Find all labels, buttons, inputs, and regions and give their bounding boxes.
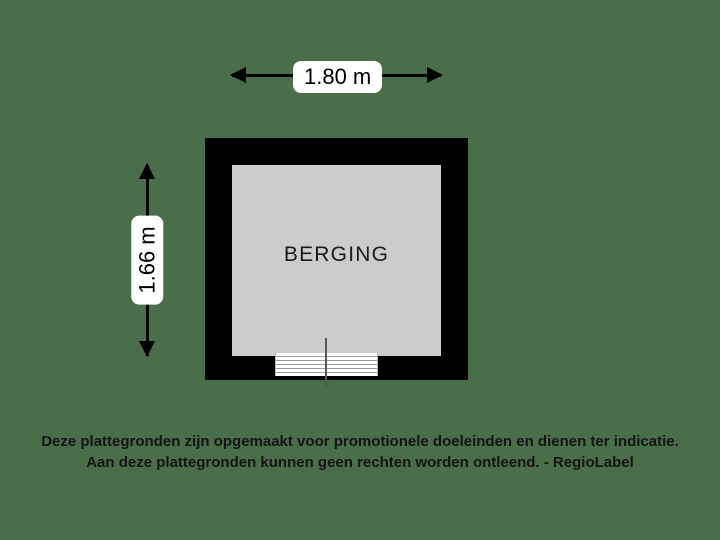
disclaimer-line-1: Deze plattegronden zijn opgemaakt voor p… xyxy=(41,433,679,450)
width-arrow-left-icon xyxy=(230,67,246,83)
room-floor xyxy=(232,165,441,356)
width-arrow-right-icon xyxy=(427,67,443,83)
room-name-label: BERGING xyxy=(283,243,390,266)
height-dimension-label: 1.66 m xyxy=(131,215,163,305)
height-arrow-top-icon xyxy=(139,163,155,179)
disclaimer: Deze plattegronden zijn opgemaakt voor p… xyxy=(0,431,720,473)
door-axis-line xyxy=(325,338,327,388)
disclaimer-line-2: Aan deze plattegronden kunnen geen recht… xyxy=(86,454,634,471)
height-arrow-bottom-icon xyxy=(139,341,155,357)
width-dimension-label: 1.80 m xyxy=(293,61,383,93)
